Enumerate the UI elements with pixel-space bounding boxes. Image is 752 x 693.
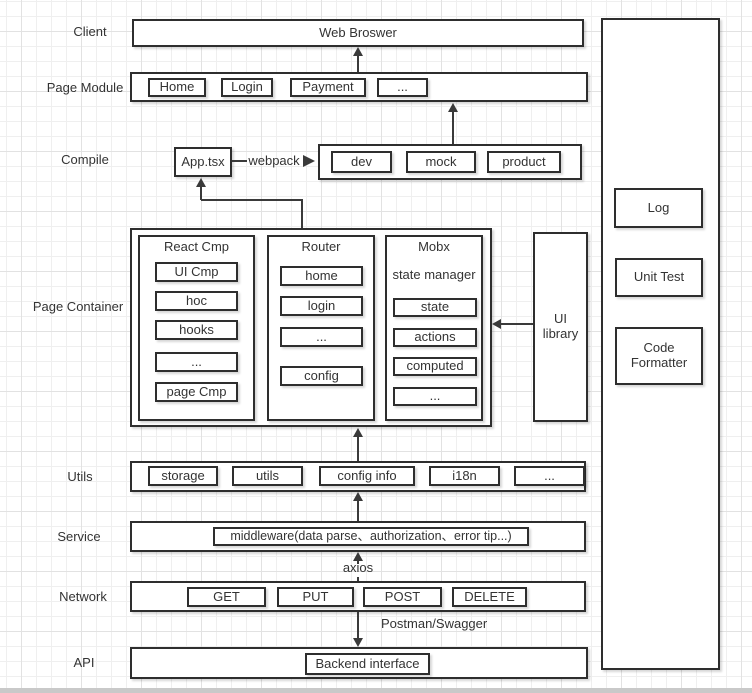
connector-pagemodule-browser (357, 55, 359, 72)
utils-item-more[interactable]: ... (514, 466, 585, 486)
arrowhead-left-icon (492, 319, 501, 329)
mobx-title: Mobx (418, 239, 450, 255)
react-cmp-item-page-cmp[interactable]: page Cmp (155, 382, 238, 402)
router-item-more[interactable]: ... (280, 327, 363, 347)
connector-axios-top (357, 561, 359, 564)
middleware-box[interactable]: middleware(data parse、authorization、erro… (213, 527, 529, 546)
router-item-home[interactable]: home (280, 266, 363, 286)
react-cmp-title: React Cmp (163, 239, 230, 255)
utils-item-config-info[interactable]: config info (319, 466, 415, 486)
network-method-get[interactable]: GET (187, 587, 266, 607)
react-cmp-item-hoc[interactable]: hoc (155, 291, 238, 311)
backend-interface-box[interactable]: Backend interface (305, 653, 430, 675)
arrowhead-down-icon (353, 638, 363, 647)
arrowhead-up-icon (353, 552, 363, 561)
react-cmp-item-ui-cmp[interactable]: UI Cmp (155, 262, 238, 282)
row-label-page-module: Page Module (46, 79, 124, 95)
page-module-item-login[interactable]: Login (221, 78, 273, 97)
page-module-item-home[interactable]: Home (148, 78, 206, 97)
router-item-config[interactable]: config (280, 366, 363, 386)
mobx-item-computed[interactable]: computed (393, 357, 477, 376)
arrowhead-up-icon (448, 103, 458, 112)
arrowhead-up-icon (196, 178, 206, 187)
compile-mode-mock[interactable]: mock (406, 151, 476, 173)
row-label-client: Client (73, 23, 107, 39)
connector-pc-app-v1 (301, 200, 303, 228)
connector-service-utils (357, 501, 359, 521)
tooling-log-box[interactable]: Log (614, 188, 703, 228)
connector-axios-bottom (357, 577, 359, 581)
utils-item-i18n[interactable]: i18n (429, 466, 500, 486)
network-method-put[interactable]: PUT (277, 587, 354, 607)
canvas-bottom-edge (0, 688, 752, 693)
network-method-delete[interactable]: DELETE (452, 587, 527, 607)
connector-uilibrary-pc (501, 323, 533, 325)
web-browser-box[interactable]: Web Broswer (132, 19, 584, 47)
row-label-api: API (73, 654, 95, 670)
compile-mode-product[interactable]: product (487, 151, 561, 173)
tooling-unit-test-box[interactable]: Unit Test (615, 258, 703, 297)
row-label-service: Service (57, 528, 101, 544)
connector-network-api (357, 612, 359, 638)
react-cmp-item-more[interactable]: ... (155, 352, 238, 372)
connector-compile-pagemodule (452, 111, 454, 144)
connector-app-webpack (232, 160, 247, 162)
page-module-container[interactable] (130, 72, 588, 102)
mobx-item-more[interactable]: ... (393, 387, 477, 406)
mobx-item-state[interactable]: state (393, 298, 477, 317)
react-cmp-item-hooks[interactable]: hooks (155, 320, 238, 340)
router-item-login[interactable]: login (280, 296, 363, 316)
webpack-label: webpack (248, 152, 300, 168)
tooling-code-formatter-box[interactable]: Code Formatter (615, 327, 703, 385)
ui-library-box[interactable]: UI library (533, 232, 588, 422)
row-label-compile: Compile (61, 151, 109, 167)
postman-swagger-label: Postman/Swagger (381, 615, 488, 631)
mobx-item-actions[interactable]: actions (393, 328, 477, 347)
mobx-subtitle: state manager (392, 267, 476, 283)
connector-pc-app-v2 (200, 187, 202, 200)
compile-mode-dev[interactable]: dev (331, 151, 392, 173)
utils-item-utils[interactable]: utils (232, 466, 303, 486)
page-module-item-more[interactable]: ... (377, 78, 428, 97)
row-label-page-container: Page Container (32, 298, 124, 314)
row-label-utils: Utils (67, 468, 93, 484)
axios-label: axios (342, 559, 374, 575)
row-label-network: Network (59, 588, 107, 604)
network-method-post[interactable]: POST (363, 587, 442, 607)
page-module-item-payment[interactable]: Payment (290, 78, 366, 97)
connector-utils-pc (357, 437, 359, 461)
utils-item-storage[interactable]: storage (148, 466, 218, 486)
arrowhead-up-icon (353, 492, 363, 501)
connector-pc-app-h (201, 199, 303, 201)
arrowhead-up-icon (353, 428, 363, 437)
arrowhead-up-icon (353, 47, 363, 56)
app-tsx-box[interactable]: App.tsx (174, 147, 232, 177)
router-title: Router (301, 239, 341, 255)
arrowhead-right-icon (303, 155, 315, 167)
